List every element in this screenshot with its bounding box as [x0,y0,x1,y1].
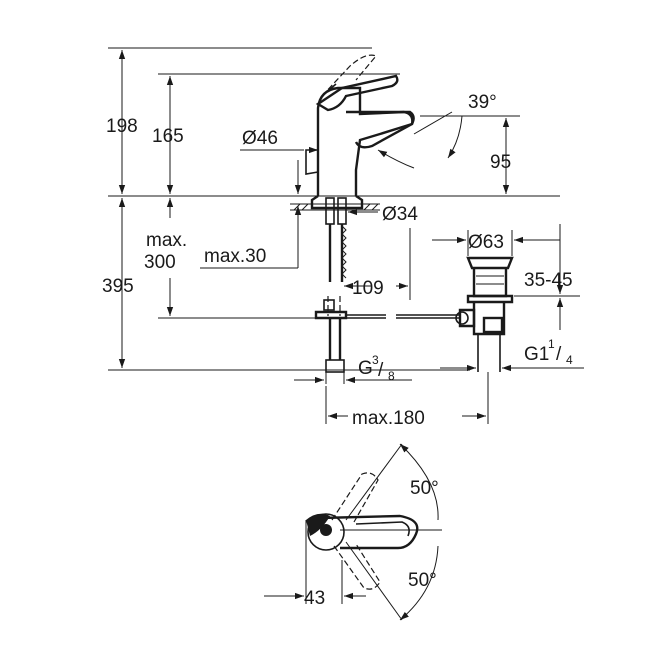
label-165: 165 [152,126,184,147]
label-198: 198 [106,116,138,137]
label-50-bottom: 50° [408,570,437,591]
drain-assembly [455,256,514,372]
label-35-45: 35-45 [524,270,573,291]
label-95: 95 [490,152,511,173]
faucet-top-view [264,443,442,621]
label-50-top: 50° [410,478,439,499]
label-g1-thread-sub: 4 [566,353,573,367]
label-g-connection-slash: / [378,360,384,381]
label-395: 395 [102,276,134,297]
label-max: max. [146,230,187,251]
label-300: 300 [144,252,176,273]
label-max-30: max.30 [204,246,266,267]
label-g-connection-sub: 8 [388,369,395,383]
label-diameter-46: Ø46 [242,128,278,149]
dimension-labels: 198 165 39° 95 Ø46 Ø34 Ø63 max.30 max. 3… [102,92,573,609]
label-g1-thread-slash: / [556,344,562,365]
dimension-lines [108,47,584,424]
label-109: 109 [352,278,384,299]
label-g1-thread-sup: 1 [548,337,555,351]
label-diameter-34: Ø34 [382,204,418,225]
label-g-connection: G [358,358,373,379]
label-max-180: max.180 [352,408,425,429]
label-43: 43 [304,588,325,609]
label-diameter-63: Ø63 [468,232,504,253]
label-g1-thread: G1 [524,344,549,365]
faucet-side-view [108,54,560,384]
label-39-degrees: 39° [468,92,497,113]
label-g-connection-sup: 3 [372,353,379,367]
